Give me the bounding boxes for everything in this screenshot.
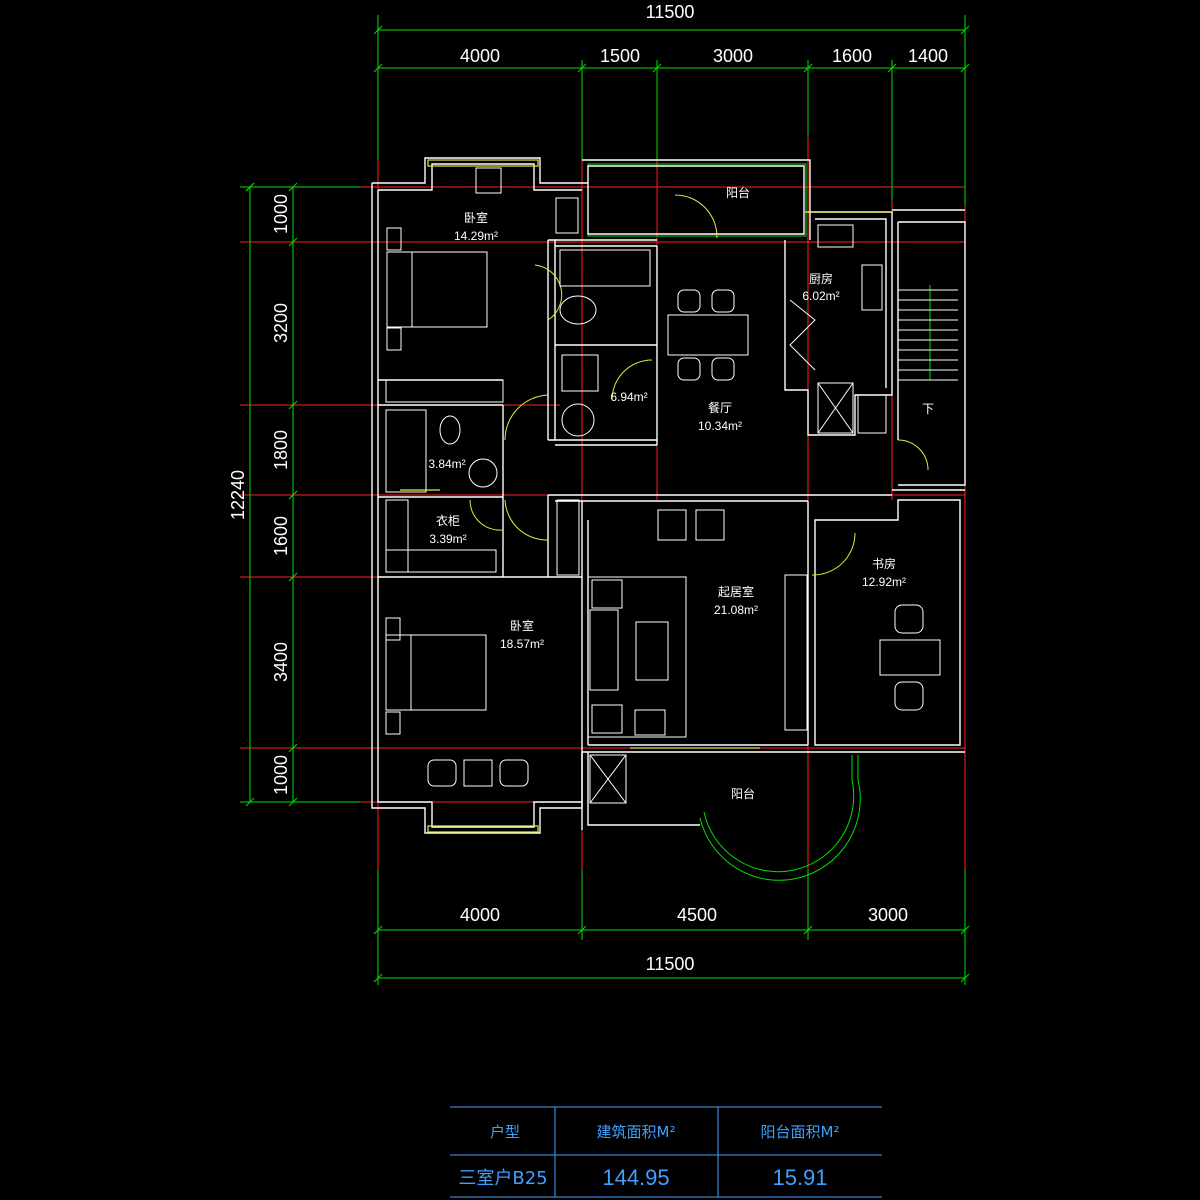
study-label: 书房 [872,556,896,571]
living-area: 21.08m² [714,603,758,617]
axis-lines [240,20,966,890]
bottom-dimension-2: 4500 [677,905,717,925]
top-dimension-2: 1500 [600,46,640,66]
left-dimension-6: 1000 [271,755,291,795]
study-area: 12.92m² [862,575,906,589]
left-dimension-5: 3400 [271,642,291,682]
dining-area: 10.34m² [698,419,742,433]
room-labels: 阳台 卧室 14.29m² 厨房 6.02m² 6.94m² 餐厅 10.34m… [428,185,934,801]
top-dimension-4: 1600 [832,46,872,66]
kitchen-label: 厨房 [809,271,833,286]
windows [400,159,892,833]
top-total-dimension: 11500 [646,2,695,22]
bedroom-north-label: 卧室 [464,210,488,225]
living-label: 起居室 [718,584,754,599]
walls [371,157,966,834]
table-cell-type: 三室户B25 [458,1168,547,1189]
wardrobe-label: 衣柜 [436,513,460,528]
table-cell-building-area: 144.95 [602,1165,669,1190]
bottom-dimension-3: 3000 [868,905,908,925]
table-header-type: 户型 [490,1123,520,1141]
left-dimension-3: 1800 [271,430,291,470]
bedroom-north-area: 14.29m² [454,229,498,243]
area-table: 户型 建筑面积M² 阳台面积M² 三室户B25 144.95 15.91 [450,1106,882,1198]
balcony-north-label: 阳台 [726,185,750,200]
bottom-dimension-1: 4000 [460,905,500,925]
doors [469,194,929,576]
bath-main-area: 6.94m² [610,390,647,404]
kitchen-area: 6.02m² [802,289,839,303]
furniture [385,167,958,804]
stair-down-label: 下 [922,402,934,416]
bath-small-area: 3.84m² [428,457,465,471]
top-dimension-5: 1400 [908,46,948,66]
bedroom-south-area: 18.57m² [500,637,544,651]
table-header-building-area: 建筑面积M² [597,1123,676,1141]
bedroom-south-label: 卧室 [510,618,534,633]
top-dimension-3: 3000 [713,46,753,66]
left-dimension-2: 3200 [271,303,291,343]
table-cell-balcony-area: 15.91 [772,1165,827,1190]
wardrobe-area: 3.39m² [429,532,466,546]
dining-label: 餐厅 [708,400,732,415]
table-header-balcony-area: 阳台面积M² [761,1123,840,1141]
left-dimension-1: 1000 [271,194,291,234]
left-total-dimension: 12240 [228,470,248,520]
top-dimension-1: 4000 [460,46,500,66]
left-dimension-4: 1600 [271,516,291,556]
balcony-south-label: 阳台 [731,786,755,801]
dimension-labels: 11500 4000 1500 3000 1600 1400 4000 4500… [228,2,948,974]
dimension-lines [240,15,970,985]
bottom-total-dimension: 11500 [646,954,695,974]
